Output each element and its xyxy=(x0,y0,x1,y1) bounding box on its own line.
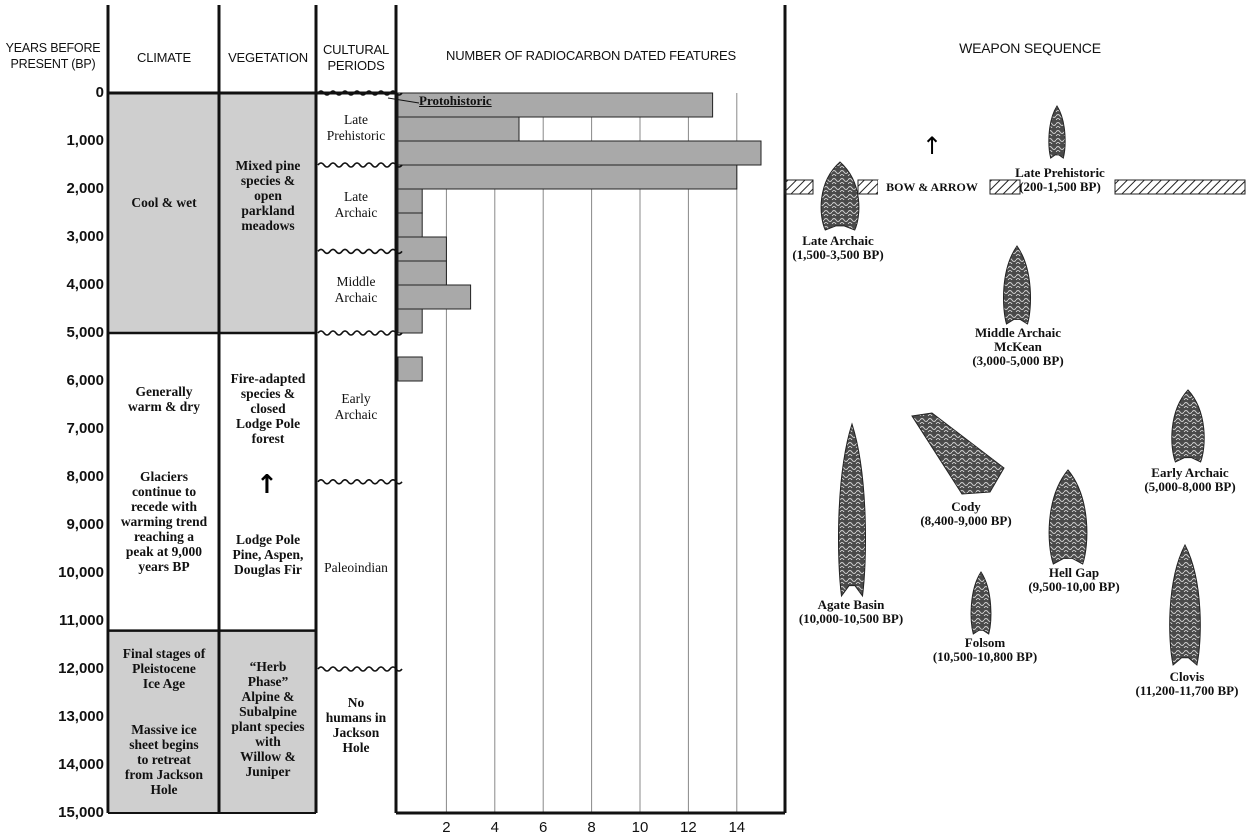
period-boundary xyxy=(317,666,403,672)
period-boundary xyxy=(317,479,403,485)
bow-arrow-band xyxy=(1114,179,1246,195)
climate-glaciers: Glaciers continue to recede with warming… xyxy=(120,469,208,574)
year-tick-label: 7,000 xyxy=(66,420,104,437)
cultural-header: CULTURAL PERIODS xyxy=(322,42,390,73)
weapon-agate-basin-label: Agate Basin (10,000-10,500 BP) xyxy=(798,597,904,626)
period-late-archaic: Late Archaic xyxy=(334,189,378,220)
year-tick-label: 12,000 xyxy=(58,660,104,677)
vegetation-herb-phase: “Herb Phase” Alpine & Subalpine plant sp… xyxy=(231,659,305,779)
clovis-point-icon xyxy=(1169,543,1201,666)
period-paleoindian: Paleoindian xyxy=(324,560,388,575)
climate-ice-sheet: Massive ice sheet begins to retreat from… xyxy=(124,722,204,797)
vegetation-shade xyxy=(220,630,316,813)
early-archaic-point-icon xyxy=(1171,389,1205,463)
climate-shade xyxy=(110,93,219,333)
x-tick-label: 14 xyxy=(728,819,745,836)
radiocarbon-bar xyxy=(397,92,714,118)
vegetation-lodge-pole: Lodge Pole Pine, Aspen, Douglas Fir xyxy=(232,532,304,577)
bow-arrow-up-icon: ↑ xyxy=(922,132,943,160)
weapon-folsom-label: Folsom (10,500-10,800 BP) xyxy=(932,635,1038,664)
agate-basin-point-icon xyxy=(838,422,866,598)
bow-arrow-band xyxy=(989,179,1021,195)
weapon-late-archaic-label: Late Archaic (1,500-3,500 BP) xyxy=(792,233,884,262)
weapon-hell-gap-label: Hell Gap (9,500-10,00 BP) xyxy=(1028,565,1120,594)
radiocarbon-bar xyxy=(397,116,520,142)
x-tick-label: 8 xyxy=(587,819,595,836)
vegetation-shade xyxy=(220,93,316,333)
radiocarbon-bar xyxy=(397,236,447,262)
x-tick-label: 4 xyxy=(491,819,499,836)
folsom-point-icon xyxy=(970,571,992,635)
weapon-cody-label: Cody (8,400-9,000 BP) xyxy=(920,499,1012,528)
year-tick-label: 15,000 xyxy=(58,804,104,821)
hell-gap-point-icon xyxy=(1048,469,1088,565)
cody-point-icon xyxy=(911,412,1005,495)
bow-arrow-band xyxy=(857,179,879,195)
year-tick-label: 11,000 xyxy=(58,612,104,629)
period-boundary xyxy=(317,248,403,255)
x-tick-label: 10 xyxy=(632,819,649,836)
year-tick-label: 14,000 xyxy=(58,756,104,773)
climate-pleistocene: Final stages of Pleistocene Ice Age xyxy=(122,646,206,691)
period-boundary xyxy=(317,162,403,168)
climate-shade xyxy=(110,630,219,813)
climate-cool-wet: Cool & wet xyxy=(131,195,197,210)
weapon-clovis-label: Clovis (11,200-11,700 BP) xyxy=(1135,669,1239,698)
year-tick-label: 2,000 xyxy=(66,180,104,197)
year-tick-label: 8,000 xyxy=(66,468,104,485)
vegetation-header: VEGETATION xyxy=(228,50,308,65)
radiocarbon-bar xyxy=(397,260,447,286)
protohistoric-label: Protohistoric xyxy=(419,93,492,108)
year-tick-label: 6,000 xyxy=(66,372,104,389)
up-arrow: ↑ xyxy=(256,470,278,500)
radiocarbon-bar xyxy=(397,308,423,334)
climate-header: CLIMATE xyxy=(137,50,191,65)
weapon-middle-archaic-label: Middle Archaic McKean (3,000-5,000 BP) xyxy=(972,325,1064,368)
radiocarbon-bar xyxy=(397,188,423,214)
x-tick-label: 12 xyxy=(680,819,697,836)
vegetation-fire-adapted: Fire-adapted species & closed Lodge Pole… xyxy=(230,371,306,446)
bow-arrow-band xyxy=(784,179,814,195)
year-tick-label: 4,000 xyxy=(66,276,104,293)
x-tick-label: 6 xyxy=(539,819,547,836)
period-late-prehistoric: Late Prehistoric xyxy=(326,112,386,143)
year-tick-label: 1,000 xyxy=(66,132,104,149)
years-header: YEARS BEFORE PRESENT (BP) xyxy=(5,41,101,71)
period-no-humans: No humans in Jackson Hole xyxy=(325,695,387,755)
bow-arrow-label: BOW & ARROW xyxy=(878,180,986,195)
weapon-header: WEAPON SEQUENCE xyxy=(959,40,1101,56)
year-tick-label: 3,000 xyxy=(66,228,104,245)
middle-archaic-point-icon xyxy=(1003,245,1031,325)
x-tick-label: 2 xyxy=(442,819,450,836)
weapon-late-prehistoric-label: Late Prehistoric (200-1,500 BP) xyxy=(1015,165,1105,194)
year-tick-label: 13,000 xyxy=(58,708,104,725)
radiocarbon-bar xyxy=(397,212,423,238)
period-middle-archaic: Middle Archaic xyxy=(334,274,378,305)
weapon-early-archaic-label: Early Archaic (5,000-8,000 BP) xyxy=(1144,465,1236,494)
year-tick-label: 5,000 xyxy=(66,324,104,341)
period-boundary xyxy=(317,90,403,96)
vegetation-mixed-pine: Mixed pine species & open parkland meado… xyxy=(235,158,301,233)
protohistoric-leader xyxy=(387,97,420,104)
year-tick-label: 10,000 xyxy=(58,564,104,581)
radiocarbon-header: NUMBER OF RADIOCARBON DATED FEATURES xyxy=(446,48,736,63)
late-archaic-point-icon xyxy=(820,161,860,231)
year-tick-label: 0 xyxy=(95,84,104,101)
radiocarbon-bar xyxy=(397,140,762,166)
climate-warm-dry: Generally warm & dry xyxy=(128,384,200,414)
year-tick-label: 9,000 xyxy=(66,516,104,533)
period-early-archaic: Early Archaic xyxy=(334,391,378,422)
period-boundary xyxy=(317,330,403,336)
radiocarbon-bar xyxy=(397,284,472,310)
radiocarbon-bar xyxy=(397,356,423,382)
late-prehistoric-point-icon xyxy=(1048,105,1066,159)
radiocarbon-bar xyxy=(397,164,738,190)
